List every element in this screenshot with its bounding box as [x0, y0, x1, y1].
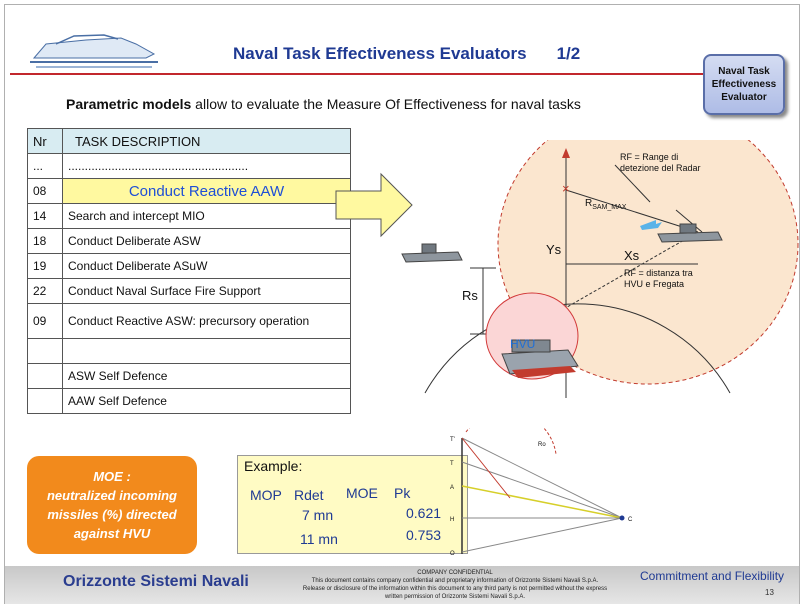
diag2-line [461, 485, 623, 519]
diag2-line [461, 437, 623, 519]
legal-line: Release or disclosure of the information… [302, 586, 608, 592]
row-nr: 19 [27, 253, 63, 279]
row-nr [27, 388, 63, 414]
hvu-label: HVU [510, 337, 535, 351]
row-description: Conduct Deliberate ASuW [62, 253, 351, 279]
legal-line: written permission of Orizzonte Sistemi … [384, 594, 526, 600]
label-line: HVU e Fregata [624, 279, 684, 289]
row-description: Conduct Reactive AAW [62, 178, 351, 204]
table-row: ........................................… [27, 153, 351, 179]
diag2-line [461, 437, 511, 499]
row-description: ........................................… [62, 153, 351, 179]
ro-arc [465, 428, 557, 455]
page-number: 13 [765, 588, 774, 597]
right-arrow-icon [335, 172, 413, 238]
row-description: Conduct Deliberate ASW [62, 228, 351, 254]
label-t1: T' [450, 437, 455, 443]
label-h: H [450, 517, 454, 523]
row-nr: 18 [27, 228, 63, 254]
header-divider [10, 73, 710, 75]
table-row: ASW Self Defence [27, 363, 351, 389]
table-row [27, 338, 351, 364]
pk-value: 0.621 [406, 505, 442, 521]
pk-value: 0.753 [406, 527, 442, 543]
column-header-nr: Nr [27, 128, 63, 154]
label-t: T [450, 461, 454, 467]
legal-line: This document contains company confident… [311, 578, 599, 584]
rsam-line [565, 189, 699, 233]
rs-label: Rs [462, 288, 478, 303]
frigate-icon [657, 231, 723, 243]
label-c: C [628, 517, 633, 523]
label-a: A [450, 485, 454, 491]
label-line: detezione del Radar [620, 163, 701, 173]
rdet-value: 11 mn [300, 531, 338, 547]
pk-label: Pk [394, 485, 411, 501]
label-o: O [450, 551, 455, 557]
intercept-geometry-diagram: T' T A H O C Ro [450, 428, 633, 557]
rf-distance-line [519, 231, 699, 335]
missile-icon [640, 220, 662, 230]
moe-line: neutralized incoming [46, 488, 177, 503]
moe-line: against HVU [73, 526, 151, 541]
row-description: ASW Self Defence [62, 363, 351, 389]
legal-notice: COMPANY CONFIDENTIAL This document conta… [260, 569, 650, 601]
column-header-description: TASK DESCRIPTION [62, 128, 351, 154]
row-nr: 08 [27, 178, 63, 204]
mop-label: MOP [250, 487, 282, 503]
rdet-value: 7 mn [302, 507, 334, 523]
diag2-line [461, 461, 623, 519]
moe-line: MOE : [93, 469, 131, 484]
row-nr: 14 [27, 203, 63, 229]
section-badge: Naval Task Effectiveness Evaluator [703, 54, 785, 115]
footer: Orizzonte Sistemi Navali COMPANY CONFIDE… [5, 566, 799, 604]
label-ro: Ro [538, 442, 546, 448]
task-table: Nr TASK DESCRIPTION ....................… [27, 128, 351, 414]
ys-label: Ys [546, 242, 562, 257]
row-nr [27, 338, 63, 364]
engagement-arc [424, 303, 731, 394]
missile-marker-icon: × [562, 181, 570, 196]
row-description: AAW Self Defence [62, 388, 351, 414]
xs-label: Xs [624, 248, 640, 263]
moe-label: MOE [346, 485, 378, 501]
example-box: Example: MOP Rdet MOE Pk 7 mn 11 mn 0.62… [237, 455, 468, 554]
row-description [62, 338, 351, 364]
row-nr: 09 [27, 303, 63, 339]
ship-logo-icon [30, 34, 158, 68]
company-name: Orizzonte Sistemi Navali [63, 573, 249, 590]
row-description: Conduct Reactive ASW: precursory operati… [62, 303, 351, 339]
subtitle: Parametric models allow to evaluate the … [66, 96, 581, 112]
example-label: Example: [244, 458, 303, 474]
row-description: Conduct Naval Surface Fire Support [62, 278, 351, 304]
moe-box: MOE : neutralized incoming missiles (%) … [27, 456, 197, 554]
enemy-ship-icon [401, 251, 463, 263]
table-header-row: Nr TASK DESCRIPTION [27, 128, 351, 154]
row-description: Search and intercept MIO [62, 203, 351, 229]
row-nr [27, 363, 63, 389]
rdet-label: Rdet [294, 487, 324, 503]
row-nr: ... [27, 153, 63, 179]
row-nr: 22 [27, 278, 63, 304]
table-row: AAW Self Defence [27, 388, 351, 414]
point-c [619, 515, 625, 521]
axis-arrow-icon [562, 148, 570, 158]
motto: Commitment and Flexibility [640, 569, 785, 583]
rsam-label: RSAM_MAX [585, 198, 627, 211]
diag2-line [461, 517, 623, 553]
legal-line: COMPANY CONFIDENTIAL [417, 570, 493, 576]
moe-line: missiles (%) directed [47, 507, 177, 522]
